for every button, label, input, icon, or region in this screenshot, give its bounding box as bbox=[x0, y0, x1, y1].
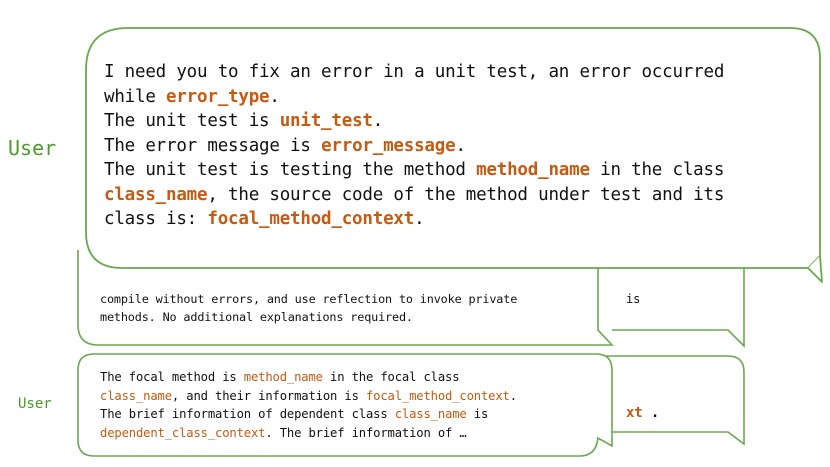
prompt-line: The error message is error_message. bbox=[104, 134, 804, 159]
prompt-text: I need you to fix an error in a unit tes… bbox=[104, 62, 725, 82]
placeholder-fragment: xt bbox=[626, 405, 643, 421]
top-bubble bbox=[85, 27, 821, 269]
prompt-line: The unit test is unit_test. bbox=[104, 109, 804, 134]
prompt-line: The brief information of dependent class… bbox=[100, 405, 517, 424]
placeholder-method-name: method_name bbox=[243, 370, 323, 384]
prompt-text: , the source code of the method under te… bbox=[207, 184, 725, 205]
speaker-label-top: User bbox=[8, 136, 57, 160]
middle-right-fragment: is bbox=[626, 292, 641, 306]
prompt-line: The unit test is testing the method meth… bbox=[104, 158, 804, 183]
prompt-text: while bbox=[104, 86, 167, 107]
prompt-text: The error message is bbox=[104, 135, 322, 156]
prompt-text: . bbox=[414, 209, 425, 229]
bottom-left-bubble bbox=[77, 353, 613, 457]
prompt-text: The unit test is bbox=[104, 111, 280, 131]
top-bubble-tail bbox=[807, 255, 823, 283]
prompt-text: . bbox=[509, 388, 517, 403]
placeholder-class-name: class_name bbox=[100, 388, 172, 403]
prompt-line: I need you to fix an error in a unit tes… bbox=[104, 60, 804, 85]
prompt-text: . bbox=[642, 405, 660, 421]
bottom-prompt-text: The focal method is method_name in the f… bbox=[100, 368, 517, 442]
placeholder-method-name: method_name bbox=[476, 160, 590, 180]
prompt-text: . The brief information of … bbox=[265, 425, 467, 440]
prompt-line: class_name, the source code of the metho… bbox=[104, 183, 804, 208]
prompt-line: class is: focal_method_context. bbox=[104, 207, 804, 232]
bottom-right-fragment: xt . bbox=[626, 404, 659, 423]
prompt-text: in the focal class bbox=[322, 370, 460, 384]
middle-prompt-text: compile without errors, and use reflecti… bbox=[100, 290, 517, 326]
bottom-right-bubble bbox=[589, 355, 745, 446]
top-prompt-text: I need you to fix an error in a unit tes… bbox=[104, 60, 804, 232]
prompt-text: in the class bbox=[589, 160, 725, 180]
prompt-text: The unit test is testing the method bbox=[104, 160, 477, 180]
placeholder-focal-method-context: focal_method_context bbox=[207, 209, 415, 229]
prompt-text: . bbox=[269, 86, 280, 107]
prompt-text: class is: bbox=[104, 209, 208, 229]
prompt-line: while error_type. bbox=[104, 85, 804, 110]
prompt-text: The focal method is bbox=[100, 370, 244, 384]
prompt-text: . bbox=[455, 135, 466, 156]
speaker-label-bottom: User bbox=[18, 396, 52, 412]
prompt-line: class_name, and their information is foc… bbox=[100, 387, 517, 406]
prompt-line: compile without errors, and use reflecti… bbox=[100, 290, 517, 308]
placeholder-class-name: class_name bbox=[104, 184, 208, 205]
prompt-line: methods. No additional explanations requ… bbox=[100, 308, 517, 326]
placeholder-error-message: error_message bbox=[321, 135, 456, 156]
prompt-text: methods. No additional explanations requ… bbox=[100, 310, 413, 324]
prompt-text: The brief information of dependent class bbox=[100, 407, 395, 421]
prompt-line: dependent_class_context. The brief infor… bbox=[100, 424, 517, 443]
placeholder-dependent-class-name: class_name bbox=[394, 407, 467, 421]
prompt-text: , and their information is bbox=[171, 388, 366, 403]
prompt-line: The focal method is method_name in the f… bbox=[100, 368, 517, 387]
placeholder-error-type: error_type bbox=[166, 86, 270, 107]
middle-left-bubble bbox=[77, 250, 614, 346]
placeholder-focal-method-context: focal_method_context bbox=[365, 388, 510, 403]
prompt-text: . bbox=[372, 111, 384, 131]
placeholder-dependent-class-context: dependent_class_context bbox=[100, 425, 266, 440]
placeholder-unit-test: unit_test bbox=[279, 111, 373, 131]
prompt-text: compile without errors, and use reflecti… bbox=[100, 292, 518, 306]
prompt-text: is bbox=[466, 407, 489, 421]
